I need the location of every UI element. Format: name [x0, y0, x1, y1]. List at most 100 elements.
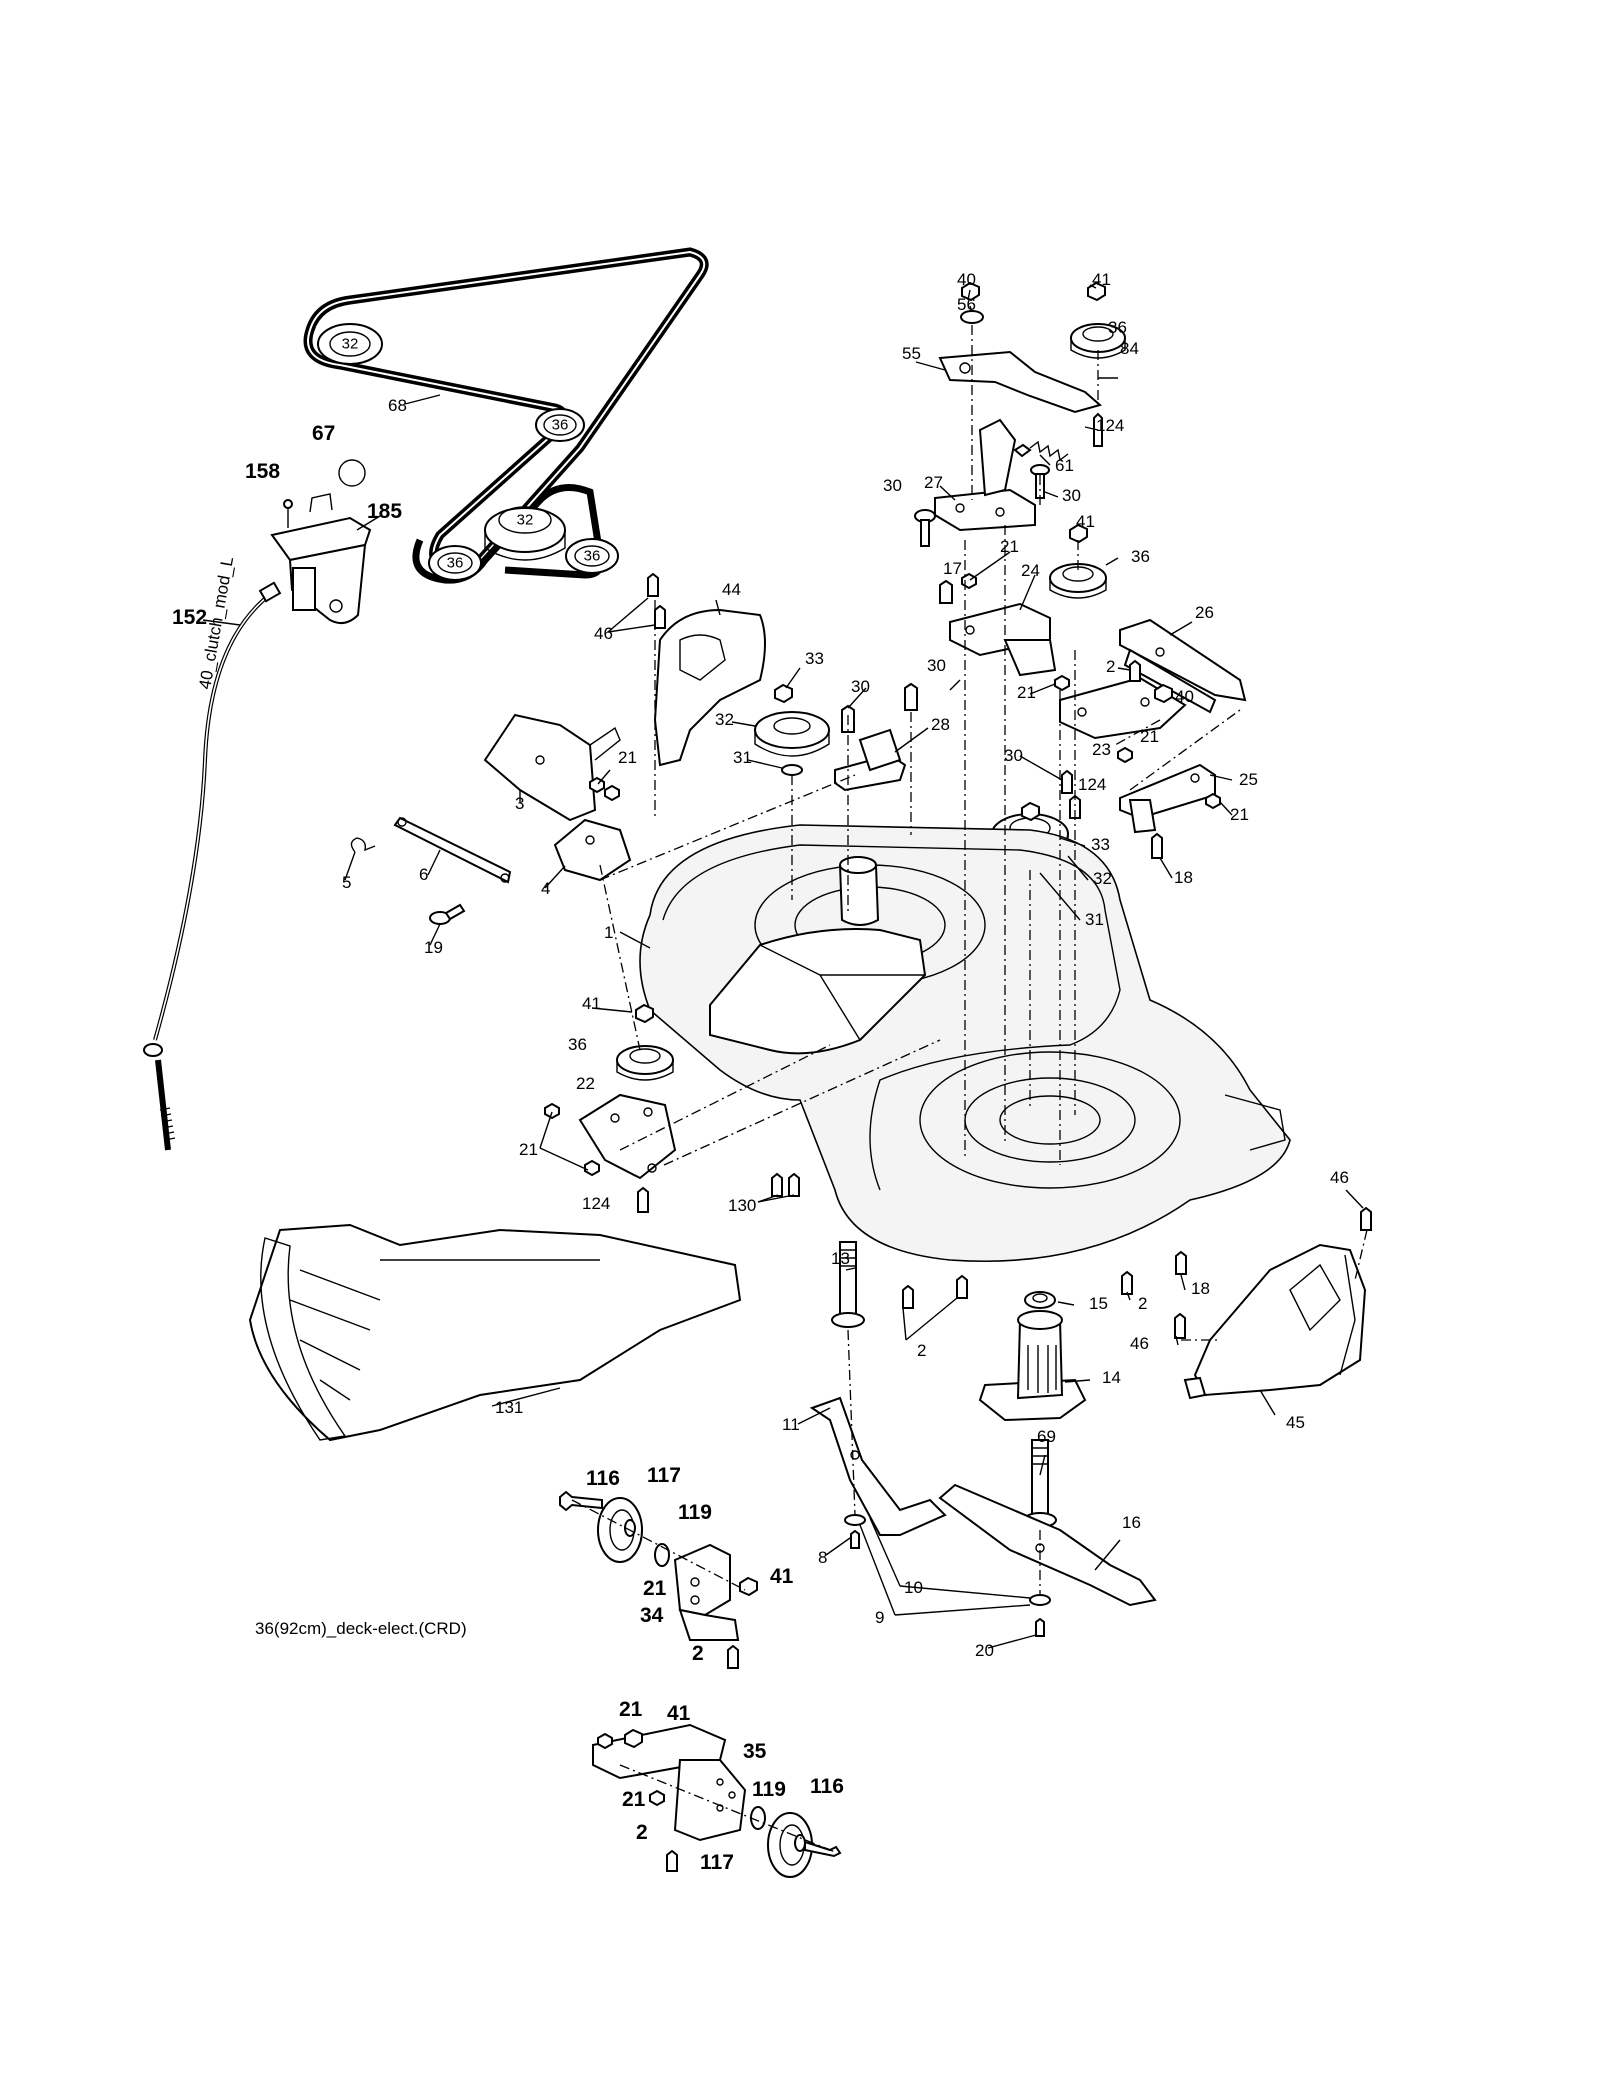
- bracket-27: [934, 418, 1036, 532]
- part-label-30: 30: [927, 656, 946, 675]
- part-label-30: 30: [883, 476, 902, 495]
- part-label-21: 21: [1000, 537, 1019, 556]
- part-label-2: 2: [1138, 1294, 1147, 1313]
- svg-text:36: 36: [584, 548, 601, 565]
- nut-21-right: [1117, 746, 1133, 764]
- clutch-ball: [338, 459, 366, 487]
- bolts-130: [771, 1172, 800, 1197]
- part-label-21: 21: [643, 1577, 667, 1600]
- part-label-23: 23: [1092, 740, 1111, 759]
- assembly-lines: [571, 325, 1368, 1853]
- nut-41-wheel-a: [739, 1576, 758, 1597]
- bolt-2-wheel-b: [666, 1849, 678, 1872]
- svg-text:32: 32: [517, 512, 534, 529]
- bolts-2-lower: [902, 1250, 1187, 1309]
- bolt-2-top-right: [1129, 659, 1141, 682]
- bolt-18-top: [1151, 832, 1163, 859]
- washer-119-a: [654, 1543, 670, 1567]
- part-label-21: 21: [1230, 805, 1249, 824]
- part-label-31: 31: [733, 748, 752, 767]
- bolt-19: [429, 903, 466, 925]
- part-label-6: 6: [419, 865, 428, 884]
- part-label-116: 116: [810, 1775, 844, 1798]
- bracket-34: [673, 1543, 740, 1641]
- part-label-124: 124: [1096, 416, 1124, 435]
- nut-21-mid: [961, 572, 977, 590]
- part-label-17: 17: [943, 559, 962, 578]
- bracket-3: [483, 713, 621, 822]
- part-label-21: 21: [619, 1698, 643, 1721]
- bolt-124-lower: [637, 1186, 649, 1213]
- part-label-69: 69: [1037, 1427, 1056, 1446]
- idler-arm-55: [938, 350, 1103, 414]
- part-label-116: 116: [586, 1467, 620, 1490]
- part-label-35: 35: [743, 1740, 767, 1763]
- washer-31-left: [781, 764, 803, 776]
- bracket-26: [1119, 618, 1247, 714]
- belt-pulley-middle: 36: [535, 408, 585, 442]
- part-label-41: 41: [667, 1702, 691, 1725]
- part-label-36: 36: [1108, 318, 1127, 337]
- belt-pulley-bottom-right: 36: [565, 538, 619, 574]
- belt-pulley-center-large: 32: [484, 506, 566, 561]
- part-label-41: 41: [582, 994, 601, 1013]
- bolt-2-wheel-a: [727, 1644, 739, 1669]
- part-label-22: 22: [576, 1074, 595, 1093]
- bracket-4: [553, 818, 632, 882]
- part-label-10: 10: [904, 1578, 923, 1597]
- washers-8-10: [844, 1514, 1051, 1637]
- part-label-68: 68: [388, 396, 407, 415]
- nut-21-25: [1205, 792, 1221, 810]
- part-label-32: 32: [715, 710, 734, 729]
- pulley-32-left: [754, 711, 830, 757]
- part-label-28: 28: [931, 715, 950, 734]
- part-label-16: 16: [1122, 1513, 1141, 1532]
- part-label-2: 2: [917, 1341, 926, 1360]
- part-label-33: 33: [805, 649, 824, 668]
- part-label-124: 124: [1078, 775, 1106, 794]
- part-label-26: 26: [1195, 603, 1214, 622]
- nuts-21-41-b: [597, 1728, 665, 1807]
- part-label-2: 2: [692, 1642, 704, 1665]
- leader-152: [202, 619, 241, 626]
- belt-guard-44: [653, 608, 766, 767]
- part-label-21: 21: [1140, 727, 1159, 746]
- part-label-119: 119: [752, 1778, 786, 1801]
- blade-11: [809, 1396, 947, 1536]
- bracket-24: [949, 602, 1057, 677]
- nut-40-right: [1154, 683, 1173, 704]
- part-label-36: 36: [568, 1035, 587, 1054]
- part-label-3: 3: [515, 794, 524, 813]
- part-label-25: 25: [1239, 770, 1258, 789]
- bracket-22: [578, 1093, 677, 1180]
- part-label-44: 44: [722, 580, 741, 599]
- part-label-67: 67: [312, 422, 335, 445]
- bolt-30-right: [1030, 464, 1050, 499]
- part-label-21: 21: [519, 1140, 538, 1159]
- belt-guard-45: [1183, 1243, 1367, 1400]
- part-label-14: 14: [1102, 1368, 1121, 1387]
- part-label-27: 27: [924, 473, 943, 492]
- part-label-32: 32: [1093, 869, 1112, 888]
- bolt-46-lower: [1174, 1312, 1186, 1339]
- bolt-116-a: [559, 1490, 603, 1512]
- part-label-117: 117: [647, 1464, 681, 1487]
- part-label-19: 19: [424, 938, 443, 957]
- wheel-117-a: [597, 1497, 643, 1563]
- part-label-61: 61: [1055, 456, 1074, 475]
- part-label-5: 5: [342, 873, 351, 892]
- part-label-55: 55: [902, 344, 921, 363]
- washer-119-b: [750, 1806, 766, 1830]
- part-label-20: 20: [975, 1641, 994, 1660]
- part-label-8: 8: [818, 1548, 827, 1567]
- wheel-117-b: [767, 1812, 813, 1878]
- pulley-36-lower: [616, 1045, 674, 1081]
- part-label-41: 41: [770, 1565, 794, 1588]
- rod-6: [393, 816, 512, 884]
- spindle-housing-14: [978, 1310, 1087, 1422]
- bracket-25: [1119, 763, 1216, 834]
- part-label-41: 41: [1076, 512, 1095, 531]
- part-label-18: 18: [1191, 1279, 1210, 1298]
- part-label-41: 41: [1092, 270, 1111, 289]
- diagram-caption: 36(92cm)_deck-elect.(CRD): [255, 1619, 467, 1638]
